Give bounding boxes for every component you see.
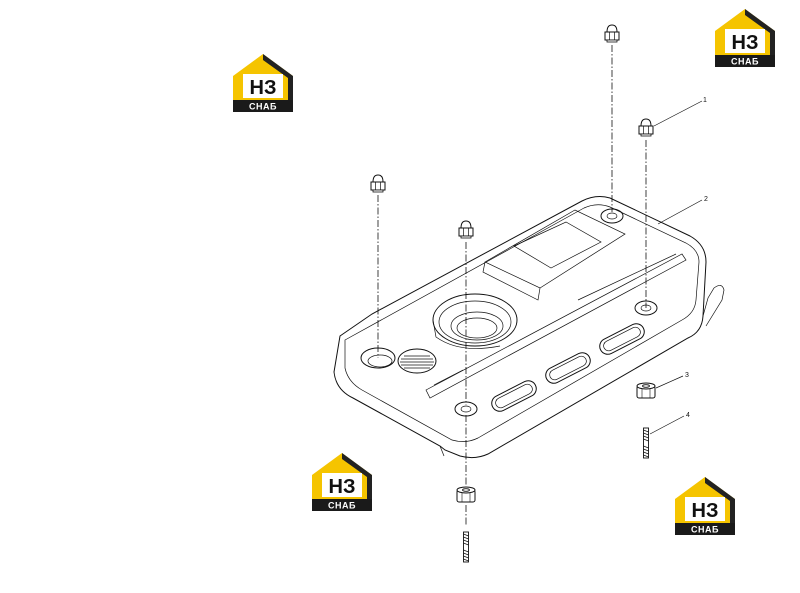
watermark-logo: НЗ СНАБ — [233, 54, 293, 112]
cap-nut — [638, 118, 654, 137]
callout-number-2: 2 — [704, 196, 708, 203]
engine-cover — [333, 196, 725, 459]
spacer — [456, 486, 476, 503]
logo-subtitle: СНАБ — [731, 57, 759, 67]
callout-leaders — [649, 100, 703, 435]
assembly-center-lines — [377, 45, 647, 525]
callout-number-3: 3 — [685, 372, 689, 379]
logo-letters: НЗ — [329, 476, 356, 498]
logo-subtitle: СНАБ — [691, 525, 719, 535]
watermark-logo: НЗ СНАБ — [715, 9, 775, 67]
stud — [643, 427, 649, 459]
watermark-logo: НЗ СНАБ — [675, 477, 735, 535]
cap-nut — [604, 24, 620, 43]
callout-number-1: 1 — [703, 97, 707, 104]
stud — [463, 531, 469, 563]
cap-nut — [458, 220, 474, 239]
spacer — [636, 382, 656, 399]
logo-letters: НЗ — [692, 500, 719, 522]
watermark-logo: НЗ СНАБ — [312, 453, 372, 511]
callout-number-4: 4 — [686, 412, 690, 419]
logo-subtitle: СНАБ — [249, 102, 277, 112]
logo-letters: НЗ — [250, 77, 277, 99]
logo-letters: НЗ — [732, 32, 759, 54]
logo-subtitle: СНАБ — [328, 501, 356, 511]
cap-nut — [370, 174, 386, 193]
